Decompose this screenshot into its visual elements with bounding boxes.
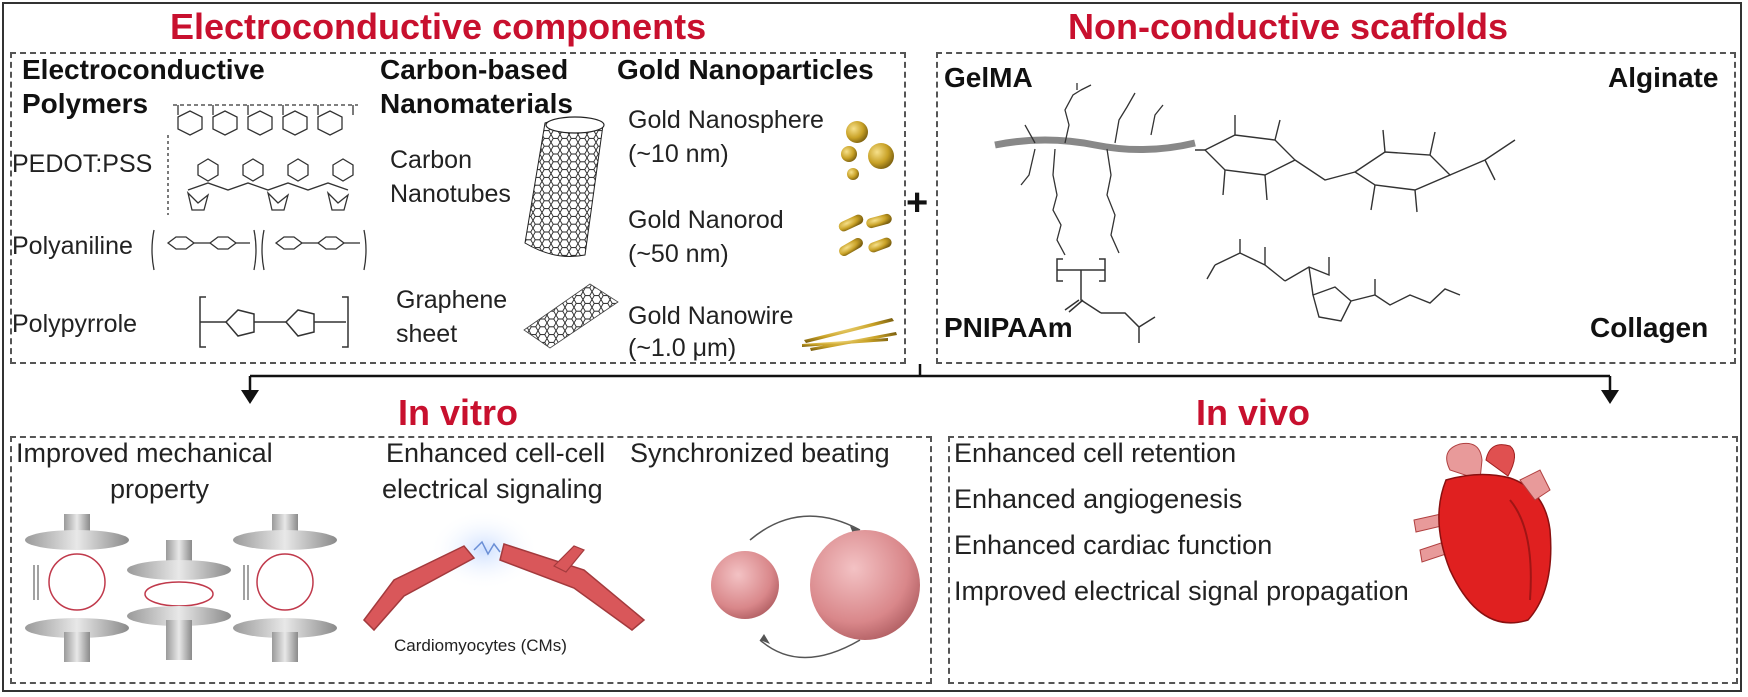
scaffolds-box <box>936 52 1736 364</box>
carbon-title-1: Carbon-based <box>380 54 569 85</box>
gold-nanosphere-image <box>841 121 894 180</box>
signal-label-1: Enhanced cell-cell <box>386 438 606 468</box>
graphene-label-1: Graphene <box>396 286 508 314</box>
gold-title: Gold Nanoparticles <box>617 54 874 85</box>
polyaniline-label: Polyaniline <box>12 232 133 260</box>
cardiomyocytes-label: Cardiomyocytes (CMs) <box>394 636 567 655</box>
carbon-title-2: Nanomaterials <box>380 88 573 119</box>
pedot-pss-structure <box>167 104 358 215</box>
gold-nanowire-image <box>802 318 897 351</box>
in-vivo-item-1: Enhanced cell retention <box>954 438 1237 468</box>
in-vivo-title: In vivo <box>1196 392 1311 433</box>
mechanical-label-1: Improved mechanical <box>16 438 273 468</box>
in-vitro-box <box>10 436 932 684</box>
nanorod-name: Gold Nanorod <box>628 206 784 234</box>
collagen-structure <box>1206 239 1461 322</box>
in-vivo-item-2: Enhanced angiogenesis <box>954 484 1243 514</box>
in-vivo-item-3: Enhanced cardiac function <box>954 530 1273 560</box>
nanowire-name: Gold Nanowire <box>628 302 794 330</box>
alginate-label: Alginate <box>1608 62 1719 93</box>
polypyrrole-label: Polypyrrole <box>12 310 138 338</box>
gelma-structure <box>994 83 1196 256</box>
pnipaam-structure <box>1056 258 1156 343</box>
beating-label: Synchronized beating <box>630 438 890 468</box>
beating-cells-image <box>711 515 920 659</box>
polypyrrole-structure <box>199 296 349 348</box>
nanosphere-size: (~10 nm) <box>628 140 729 168</box>
nanorod-size: (~50 nm) <box>628 240 729 268</box>
signal-label-2: electrical signaling <box>382 474 603 504</box>
collagen-label: Collagen <box>1590 312 1709 343</box>
plus-sign: + <box>906 182 929 224</box>
polyaniline-structure <box>151 229 367 271</box>
header-non-conductive: Non-conductive scaffolds <box>1068 6 1509 47</box>
in-vitro-title: In vitro <box>398 392 519 433</box>
nanowire-size: (~1.0 μm) <box>628 334 737 362</box>
electroconductive-box <box>10 52 906 364</box>
polymers-title-1: Electroconductive <box>22 54 265 85</box>
carbon-nanotube-image <box>524 116 605 257</box>
cardiomyocytes-image <box>363 510 646 632</box>
graphene-label-2: sheet <box>396 320 458 348</box>
mechanical-label-2: property <box>110 474 210 504</box>
pedot-pss-label: PEDOT:PSS <box>12 150 153 178</box>
graphene-sheet-image <box>523 283 619 349</box>
pnipaam-label: PNIPAAm <box>944 312 1073 343</box>
nanotubes-label-2: Nanotubes <box>390 180 511 208</box>
polymers-title-2: Polymers <box>22 88 149 119</box>
nanosphere-name: Gold Nanosphere <box>628 106 824 134</box>
nanotubes-label-1: Carbon <box>390 146 472 174</box>
heart-image <box>1413 442 1552 624</box>
header-electroconductive: Electroconductive components <box>170 6 707 47</box>
compression-test-image <box>25 514 337 662</box>
in-vivo-box <box>948 436 1738 684</box>
gelma-label: GelMA <box>944 62 1033 93</box>
in-vivo-item-4: Improved electrical signal propagation <box>954 576 1409 606</box>
alginate-structure <box>1195 115 1516 213</box>
gold-nanorod-image <box>838 213 892 256</box>
